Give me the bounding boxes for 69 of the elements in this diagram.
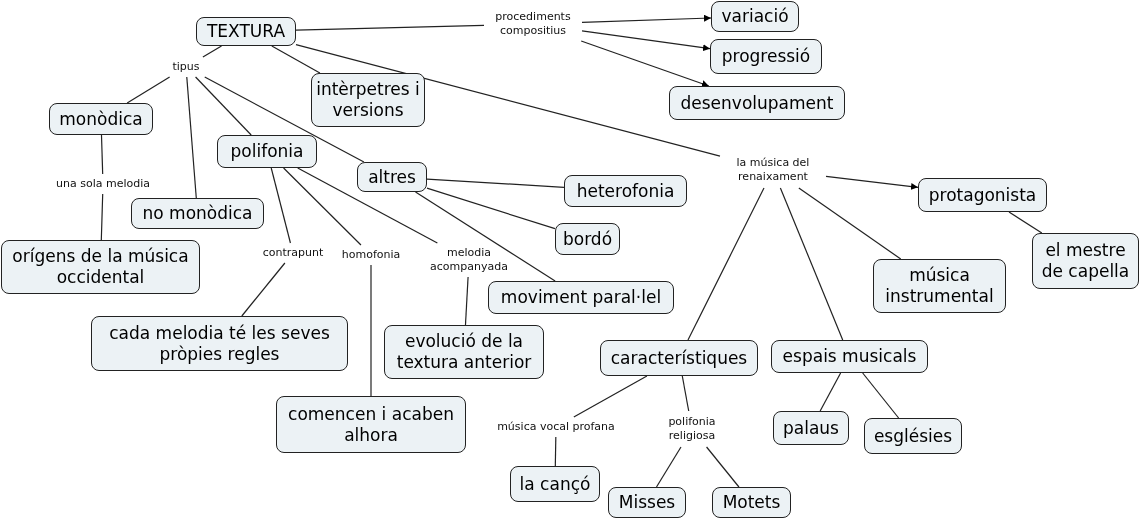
connector-line [204,76,365,163]
connector-line [297,167,438,244]
connector-line [295,24,485,31]
concept-box: no monòdica [131,198,264,229]
connector-line [798,187,902,260]
linking-phrase: melodia acompanyada [421,245,517,275]
connector-line [573,375,648,418]
connector-line [100,193,104,241]
connector-line [100,134,104,175]
arrow [581,14,712,23]
linking-phrase: tipus [167,59,205,75]
linking-phrase: una sola melodia [46,176,160,192]
connector-line [426,187,556,230]
connector-line [862,372,900,419]
connector-line [819,372,842,412]
concept-box: moviment paral·lel [488,281,674,314]
connector-line [282,167,362,246]
arrow [825,175,919,190]
concept-box: característiques [600,340,758,376]
concept-box: intèrpetres i versions [311,73,425,127]
concept-box: música instrumental [873,259,1006,313]
concept-box: Misses [608,487,686,518]
connector-line [464,276,469,326]
connector-line [1008,211,1043,234]
concept-box: cada melodia té les seves pròpies regles [91,316,348,371]
concept-box: esglésies [864,418,962,454]
concept-box: altres [357,162,427,192]
concept-box: la cançó [510,466,600,502]
connector-line [655,446,682,488]
concept-box: palaus [773,411,849,445]
concept-box: desenvolupament [669,86,845,120]
concept-box: monòdica [49,103,153,135]
connector-line [186,76,197,199]
connector-line [370,264,372,397]
linking-phrase: procediments compositius [486,9,580,39]
concept-box: TEXTURA [196,17,296,46]
connector-line [705,446,740,488]
concept-box: comencen i acaben alhora [276,396,466,453]
concept-box: espais musicals [771,340,928,373]
connector-line [414,191,556,282]
linking-phrase: contrapunt [256,245,330,261]
connector-line [426,178,565,188]
concept-box: variació [711,1,799,32]
connector-line [126,76,171,104]
arrow [581,30,711,52]
concept-box: heterofonia [564,175,687,207]
connector-line [554,436,557,467]
linking-phrase: la música del renaixament [722,154,824,186]
connector-line [241,262,286,317]
connector-line [195,76,252,136]
connector-line [295,44,721,157]
connector-line [687,187,765,341]
concept-box: progressió [710,39,822,74]
linking-phrase: homofonia [335,247,407,263]
linking-phrase: música vocal profana [486,419,626,435]
connector-line [270,167,292,244]
connector-line [202,45,223,58]
concept-box: Motets [712,487,791,518]
concept-box: bordó [555,223,620,255]
connector-line [779,187,844,341]
concept-box: orígens de la música occidental [1,240,200,294]
linking-phrase: polifonia religiosa [660,413,724,445]
concept-box: polifonia [217,135,317,168]
arrow [580,40,710,87]
connector-line [271,45,321,74]
connector-line [681,375,690,412]
concept-box: el mestre de capella [1032,233,1139,289]
concept-box: evolució de la textura anterior [384,325,544,379]
concept-box: protagonista [918,178,1047,212]
